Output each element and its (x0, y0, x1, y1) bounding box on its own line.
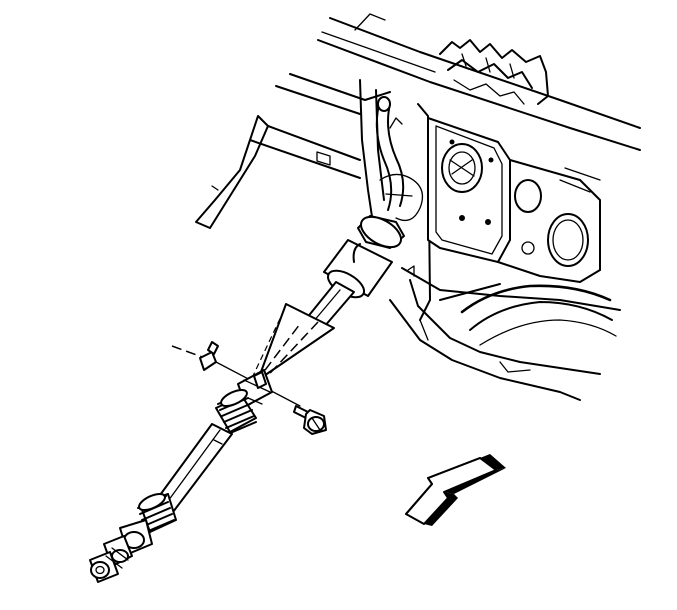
pinch-bolt (293, 405, 327, 435)
steering-column-lower-end (297, 215, 405, 337)
wiring-harness (375, 39, 549, 222)
shaft-clamp-detail-view (251, 303, 335, 385)
direction-arrow-icon (405, 454, 506, 526)
intermediate-steering-shaft (137, 388, 257, 533)
bulkhead-panel (195, 13, 641, 401)
lower-universal-joint (89, 519, 153, 583)
